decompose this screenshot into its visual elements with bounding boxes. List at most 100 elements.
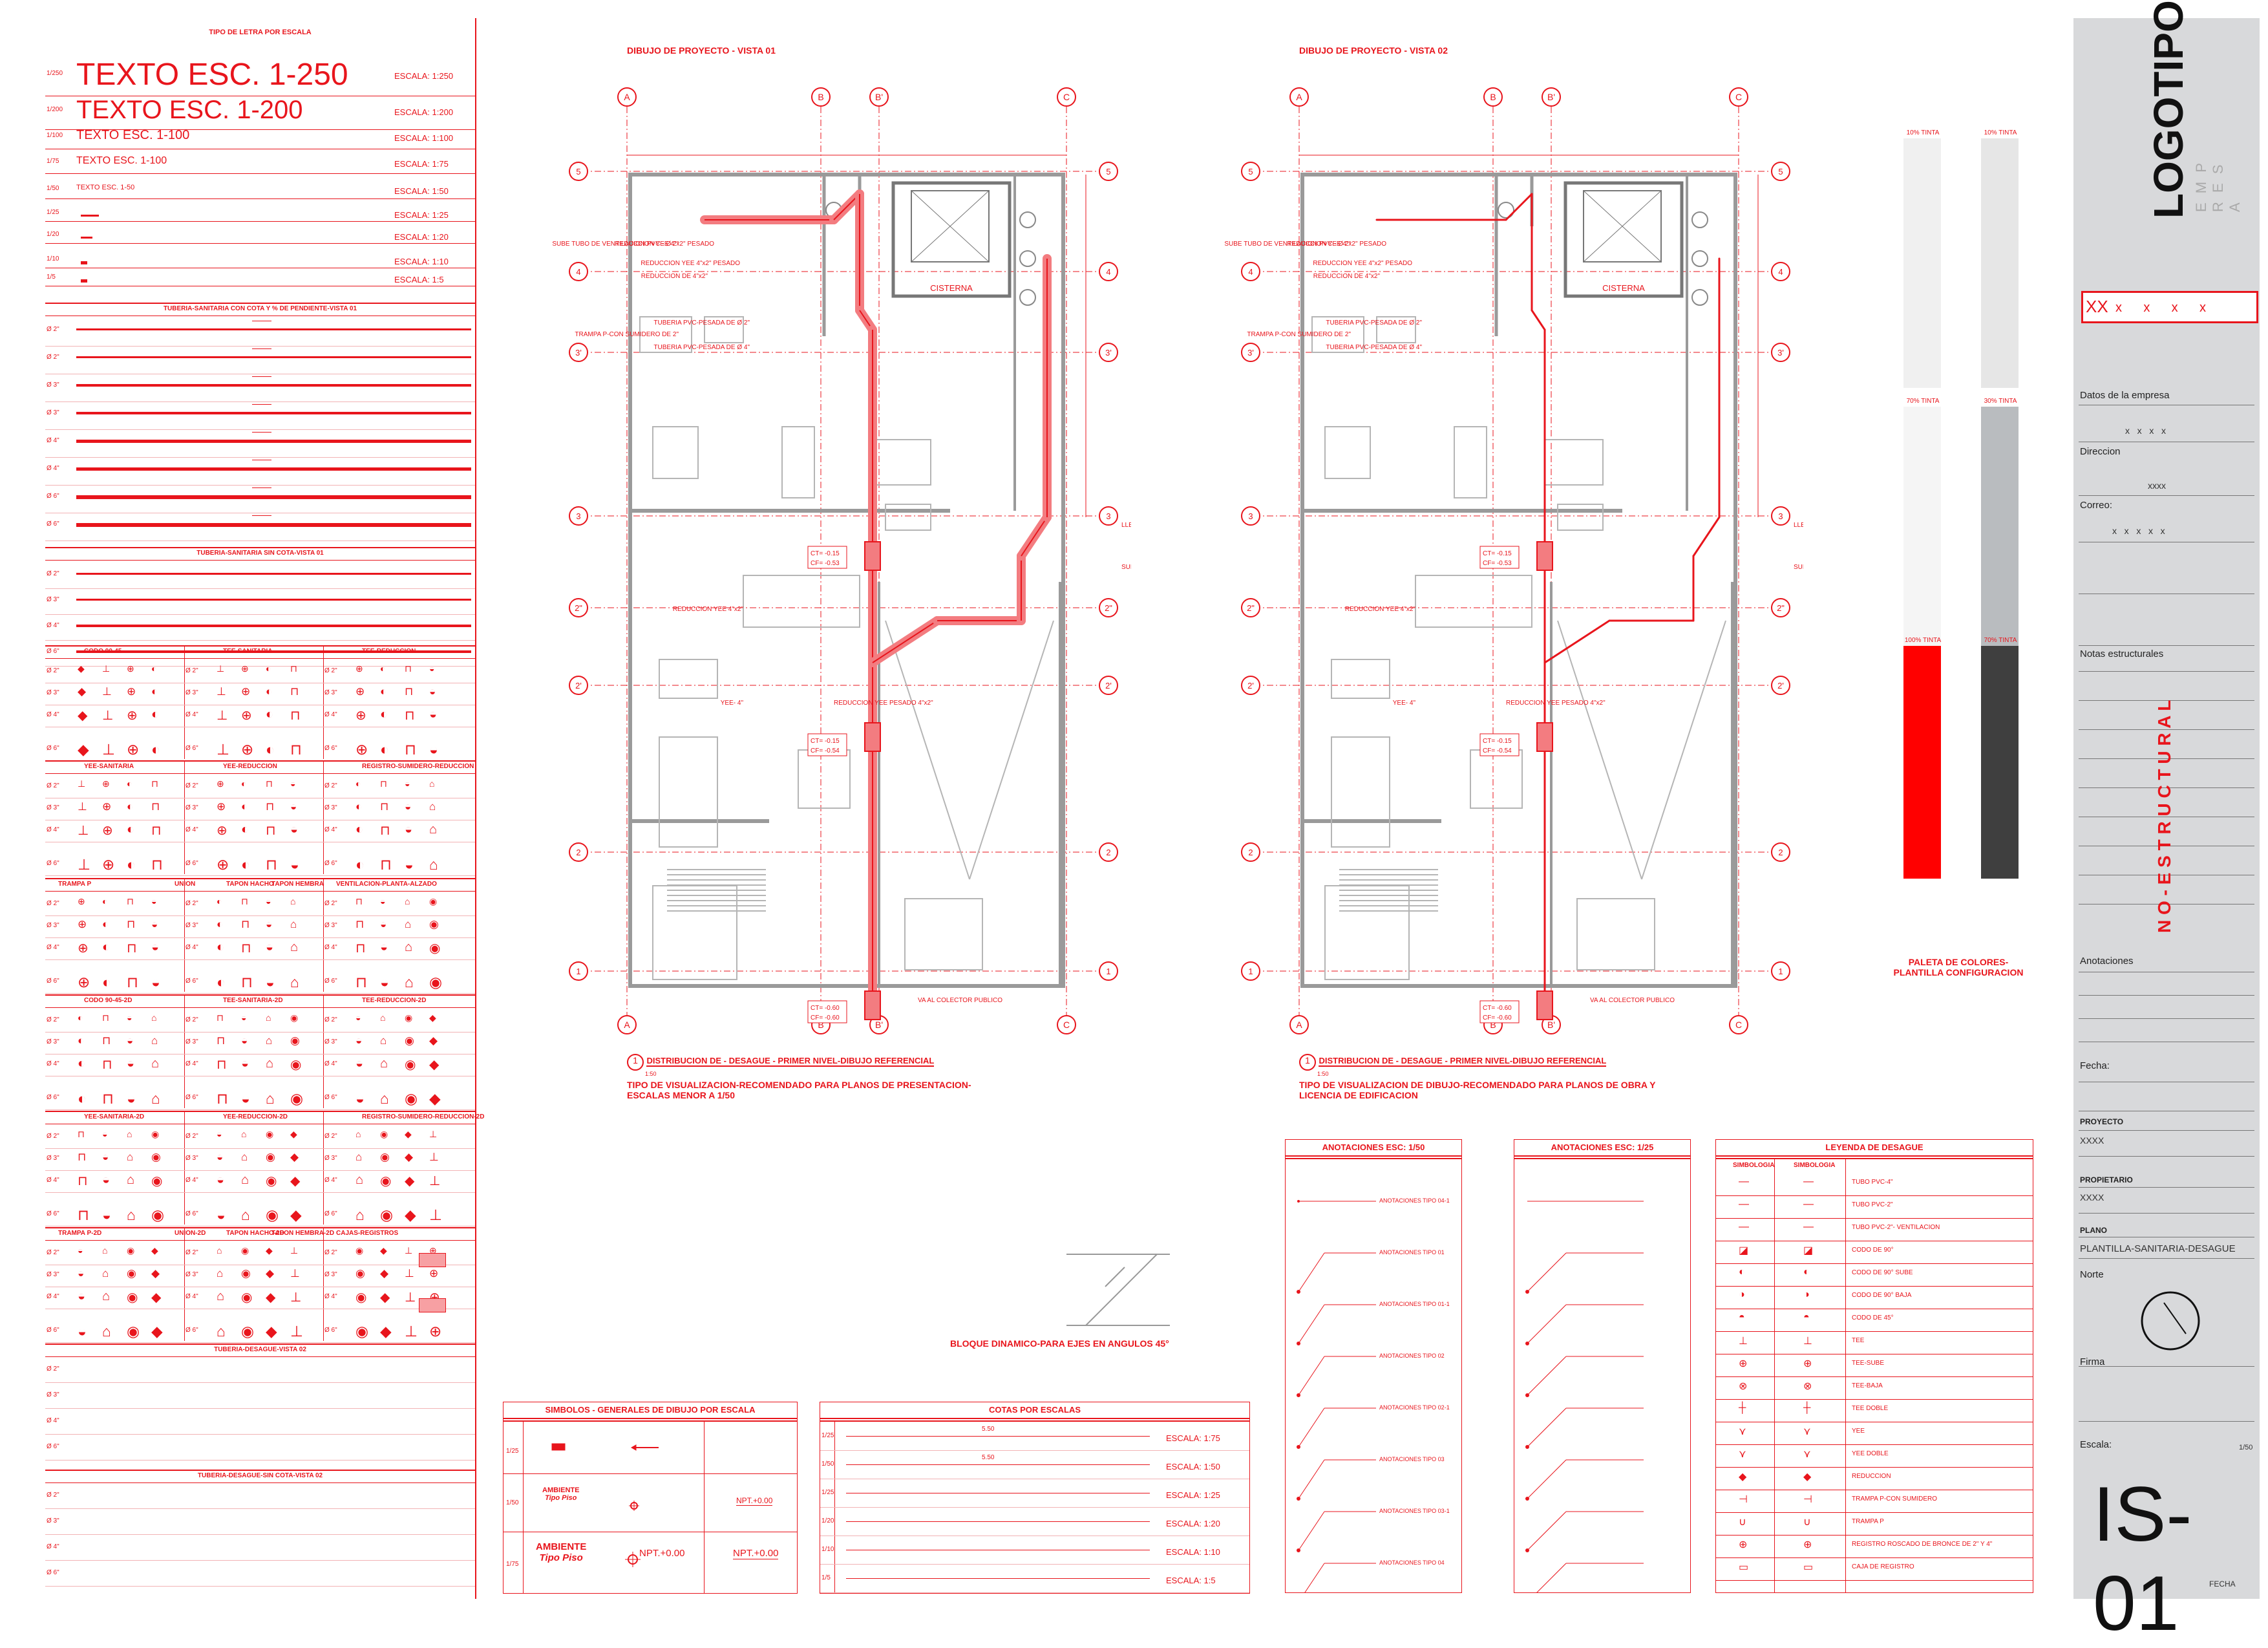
fitting-glyph-icon: ⌂ [380,1090,389,1107]
axis-label: A [1296,92,1302,102]
scale-escala: ESCALA: 1:5 [394,275,444,284]
leyenda-item: REGISTRO ROSCADO DE BRONCE DE 2" Y 4" [1852,1541,1993,1548]
axis-label: A [1296,1020,1302,1030]
fitting-glyph-icon: ◉ [290,1090,304,1107]
plan-annotation: REDUCCION DE 4"x2" [641,273,708,280]
fitting-glyph-icon: ⊕ [78,918,87,930]
fitting-glyph-icon: ◐ [102,974,111,990]
pipe-slope-mark [252,404,271,405]
fitting-glyph-icon: ⊓ [355,941,366,956]
fitting-glyph-icon: ⊕ [241,685,251,698]
fitting-glyph-icon: ⊥ [290,1290,302,1305]
axis-label: 2' [575,681,582,690]
fitting-glyph-icon: ⌂ [241,1206,250,1223]
fitting-glyph-icon: ⊕ [102,824,113,838]
fitting-glyph-icon: ◆ [151,1245,158,1256]
fitting-glyph-icon: ⊓ [405,741,416,758]
fitting-glyph-icon: ◒ [151,940,160,954]
fitting-row-label: Ø 2" [47,900,59,907]
fitting-glyph-icon: ⊕ [78,941,89,956]
fitting-row-label: Ø 6" [324,860,337,867]
fitting-glyph-icon: ⊥ [102,741,116,758]
fitting-glyph-icon: ⊓ [290,663,297,674]
axis-label: 2' [1777,681,1784,690]
furniture [1331,659,1390,699]
fitting-title: TEE-SANITARIA [223,648,273,655]
scale-sample-mark [81,261,87,264]
fitting-glyph-icon: ⊕ [127,685,136,698]
pipe-row-label: Ø 4" [47,437,59,444]
fitting-glyph-icon: ⊕ [102,800,112,813]
fitting-glyph-icon: ◆ [380,1245,387,1256]
cisterna [891,181,1012,298]
axis-bubble [569,162,588,181]
fitting-glyph-icon: ◉ [405,1034,414,1047]
fitting-glyph-icon: ⊓ [380,800,389,813]
fitting-glyph-icon: ⌂ [355,1206,365,1223]
axis-label: 4 [1248,267,1253,277]
fitting-row-label: Ø 2" [185,1249,198,1256]
scale-escala: ESCALA: 1:75 [394,159,449,169]
correo-value: x x x x x [2112,526,2165,536]
fitting-glyph-icon: ◆ [290,1151,299,1163]
fitting-glyph-icon: ◆ [405,1206,416,1223]
fitting-glyph-icon: ⊓ [217,1012,224,1023]
registro-box-icon [1536,990,1553,1020]
furniture [1557,504,1604,531]
fitting-glyph-icon: ⊓ [380,856,392,873]
fitting-glyph-icon: ◒ [241,1056,249,1071]
fitting-glyph-icon: ⊕ [355,663,363,674]
plan-annotation: VA AL COLECTOR PUBLICO [1590,997,1675,1004]
cotas-row-code: 1/20 [821,1517,834,1525]
swatch-label: 100% TINTA [1904,637,1942,644]
fitting-glyph-icon: ⊥ [405,1323,418,1340]
fitting-glyph-icon: ◒ [78,1245,83,1256]
fitting-row-label: Ø 3" [185,922,198,929]
fitting-glyph-icon: ⌂ [151,1090,160,1107]
leyenda-item: YEE [1852,1428,1865,1435]
fitting-row-label: Ø 4" [324,1177,337,1184]
axis-label: 3' [1105,348,1112,358]
caption-desc: TIPO DE VISUALIZACION-RECOMENDADO PARA P… [627,1080,971,1100]
leyenda-glyph-icon: ◓ [1739,1312,1745,1323]
fitting-glyph-icon: ◒ [151,918,158,930]
fitting-glyph-icon: ◆ [151,1323,163,1340]
leyenda-glyph-icon: ⊥ [1739,1336,1748,1347]
fitting-row-label: Ø 6" [47,1210,59,1217]
fitting-glyph-icon: ⊥ [78,856,91,873]
fitting-glyph-icon: ◐ [266,685,273,698]
fitting-row-label: Ø 3" [185,1155,198,1162]
leyenda-glyph-icon: ◆ [1739,1471,1747,1482]
fitting-glyph-icon: ⊥ [217,685,226,698]
cota-cf: CF= -0.60 [811,1014,840,1022]
view-1-caption: 1 DISTRIBUCION DE - DESAGUE - PRIMER NIV… [627,1054,989,1100]
fitting-glyph-icon: ◆ [429,1034,438,1047]
axis-bubble [569,506,588,526]
axis-label: 2" [1777,603,1785,613]
fitting-glyph-icon: ⌂ [241,1173,249,1187]
anotaciones-50-title: ANOTACIONES ESC: 1/50 [1286,1142,1461,1157]
swatch-label: 10% TINTA [1906,129,1940,136]
fitting-glyph-icon: ◉ [266,1174,277,1188]
furniture [659,659,718,699]
axis-label: A [624,1020,630,1030]
fitting-glyph-icon: ◆ [405,1174,415,1188]
fitting-row-label: Ø 4" [185,1060,198,1067]
axis-bubble [1099,676,1118,695]
plan-annotation: TUBERIA PVC-PESADA DE Ø 2" [653,319,750,326]
fitting-row-label: Ø 4" [185,826,198,833]
fitting-glyph-icon: ⊓ [405,709,415,723]
caption-number: 1 [627,1054,644,1071]
fitting-glyph-icon: ⊕ [127,709,138,723]
fitting-row-label: Ø 2" [324,1016,337,1023]
anotaciones-25-title: ANOTACIONES ESC: 1/25 [1514,1142,1690,1157]
toilet-fixture [1691,211,1708,228]
leyenda-glyph-icon: ⋎ [1739,1426,1746,1437]
axis-label: B' [1547,92,1555,102]
axis-label: 2" [1247,603,1255,613]
axis-bubble [569,842,588,862]
leyenda-glyph-icon: ⊕ [1739,1358,1748,1369]
pipe-slope-mark [252,348,271,349]
fitting-glyph-icon: ◐ [127,800,134,813]
